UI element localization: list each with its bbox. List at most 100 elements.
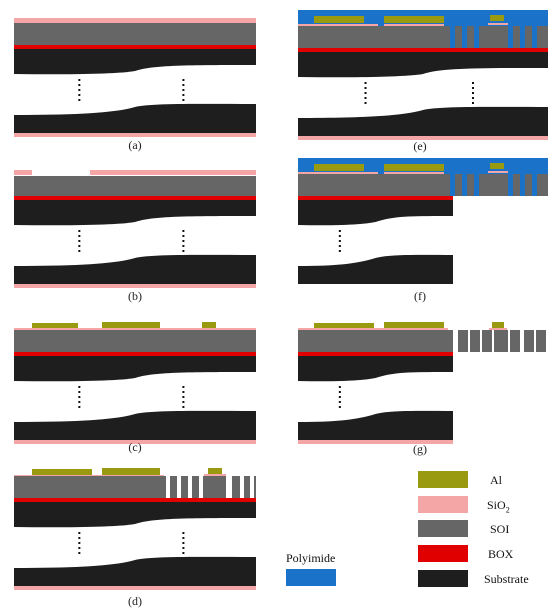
trench-f-4 [520,174,525,196]
sio2-top-g-0 [298,328,448,330]
sio2-bottom-d [14,586,256,590]
panel-label-f: (f) [414,289,426,303]
trench-e-5 [532,26,537,48]
al-pad-g-0 [314,323,374,330]
al-pad-f-1 [384,164,444,171]
sio2-bottom-a [14,133,256,137]
released-pillar-g-4 [510,330,520,352]
box-layer-f [298,196,453,200]
panel-label-b: (b) [128,289,142,303]
al-pad-f-2 [490,163,504,169]
panel-label-e: (e) [413,139,427,153]
trench-e-0 [450,26,455,48]
released-pillar-g-0 [458,330,468,352]
trench-d-6 [250,476,254,498]
panel-label-a: (a) [128,138,142,152]
trench-e-1 [462,26,467,48]
sio2-top-f-0 [298,172,378,174]
soi-layer-b [14,176,256,196]
legend-substrate-label: Substrate [484,572,529,586]
substrate-upper-c [14,356,256,382]
trench-f-1 [462,174,467,196]
al-pad-d-2 [208,468,222,474]
substrate-lower-e [298,106,548,136]
al-pad-e-0 [314,16,364,23]
panel-label-c: (c) [128,440,142,454]
al-pad-g-1 [384,322,444,330]
panel-label-d: (d) [128,594,142,608]
al-pad-c-1 [102,322,160,330]
legend-substrate-swatch [418,570,468,587]
legend-box-swatch [418,545,468,562]
released-pillar-g-1 [470,330,480,352]
sio2-top-b-1 [90,170,256,175]
legend-al-swatch [418,471,468,488]
trench-f-3 [508,174,513,196]
sio2-top-e-1 [384,24,444,26]
box-layer-b [14,196,256,200]
trench-d-2 [188,476,192,498]
legend-soi-swatch [418,520,468,537]
substrate-lower-c [14,410,256,440]
soi-layer-e [298,26,548,48]
substrate-upper-e [298,52,548,78]
sio2-top-g-released [489,328,507,330]
trench-e-4 [520,26,525,48]
released-pillar-g-5 [524,330,534,352]
sio2-top-b-0 [14,170,32,175]
trench-f-5 [532,174,537,196]
substrate-upper-f [298,200,453,226]
substrate-lower-a [14,103,256,133]
legend-box-label: BOX [488,547,514,561]
substrate-lower-b [14,254,256,284]
soi-layer-d [14,476,256,498]
soi-layer-f [298,174,548,196]
trench-d-3 [199,476,203,498]
trench-d-5 [240,476,244,498]
sio2-top-e-2 [488,23,508,25]
trench-d-1 [177,476,181,498]
sio2-top-f-2 [488,171,508,173]
al-pad-e-1 [384,16,444,23]
released-pillar-g-6 [536,330,546,352]
substrate-upper-d [14,502,256,528]
substrate-lower-d [14,556,256,586]
al-pad-d-0 [32,469,92,476]
sio2-bottom-e [298,136,548,140]
soi-layer-c [14,330,256,352]
soi-layer-g [298,330,453,352]
al-pad-g-released [492,322,504,328]
sio2-top-c-0 [14,328,256,330]
legend-polyimide-swatch [286,569,336,586]
soi-layer-a [14,23,256,45]
substrate-lower-g [298,410,453,440]
substrate-lower-f [298,254,453,284]
box-layer-a [14,45,256,49]
al-pad-c-2 [202,322,216,329]
trench-f-0 [450,174,455,196]
legend-al-label: Al [490,473,502,487]
trench-e-3 [508,26,513,48]
sio2-top-f-1 [384,172,444,174]
trench-d-4 [226,476,232,498]
box-layer-c [14,352,256,356]
sio2-top-d-1 [204,474,226,476]
released-pillar-g-2 [482,330,492,352]
panel-label-g: (g) [413,442,427,456]
legend-sio2-swatch [418,496,468,513]
released-pillar-g-3 [494,330,508,352]
sio2-top-e-0 [298,24,378,26]
box-layer-g [298,352,453,356]
legend-soi-label: SOI [490,522,510,536]
box-layer-e [298,48,548,52]
al-pad-f-0 [314,164,364,171]
sio2-bottom-b [14,284,256,288]
box-layer-d [14,498,256,502]
substrate-upper-a [14,49,256,75]
substrate-upper-g [298,356,453,382]
trench-f-2 [474,174,479,196]
al-pad-d-1 [102,468,160,476]
substrate-upper-b [14,200,256,226]
trench-e-2 [474,26,479,48]
sio2-top-a-0 [14,18,256,23]
